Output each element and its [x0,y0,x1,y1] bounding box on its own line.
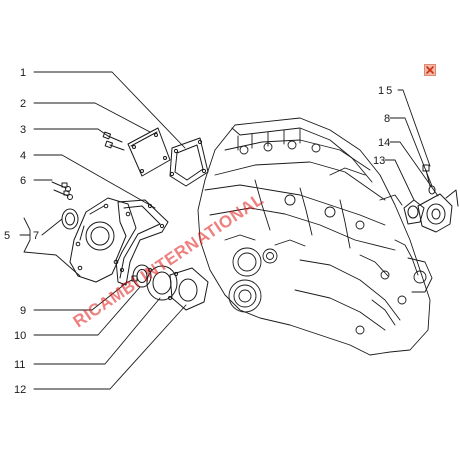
callout-13: 13 [373,155,385,167]
close-icon[interactable] [424,64,436,76]
part-5-cover [69,197,137,283]
callout-4: 4 [20,150,26,162]
engine-block [197,117,433,356]
callout-3: 3 [20,124,26,136]
leader-lines [19,71,439,390]
callout-2: 2 [20,98,26,110]
callout-labels: 1 2 3 4 5 6 7 9 10 11 12 15 8 14 13 [4,67,394,396]
callout-5: 5 [4,230,10,242]
part-7-seal [61,208,79,230]
callout-8: 8 [384,113,390,125]
callout-9: 9 [20,305,26,317]
part-12-gasket [169,267,209,311]
part-3-screws [102,131,125,151]
callout-6: 6 [20,175,26,187]
part-6-bolts [51,181,73,200]
callout-14: 14 [378,137,390,149]
callout-15: 15 [378,85,394,97]
part-13-gasket [403,199,425,225]
callout-7: 7 [33,230,39,242]
callout-10: 10 [14,330,26,342]
part-2-cover-plate [127,127,171,177]
part-10-seal [132,264,152,288]
callout-1: 1 [20,67,26,79]
part-14-housing [417,189,459,233]
callout-12: 12 [14,384,26,396]
callout-11: 11 [14,359,25,371]
part-1-gasket [169,137,209,187]
